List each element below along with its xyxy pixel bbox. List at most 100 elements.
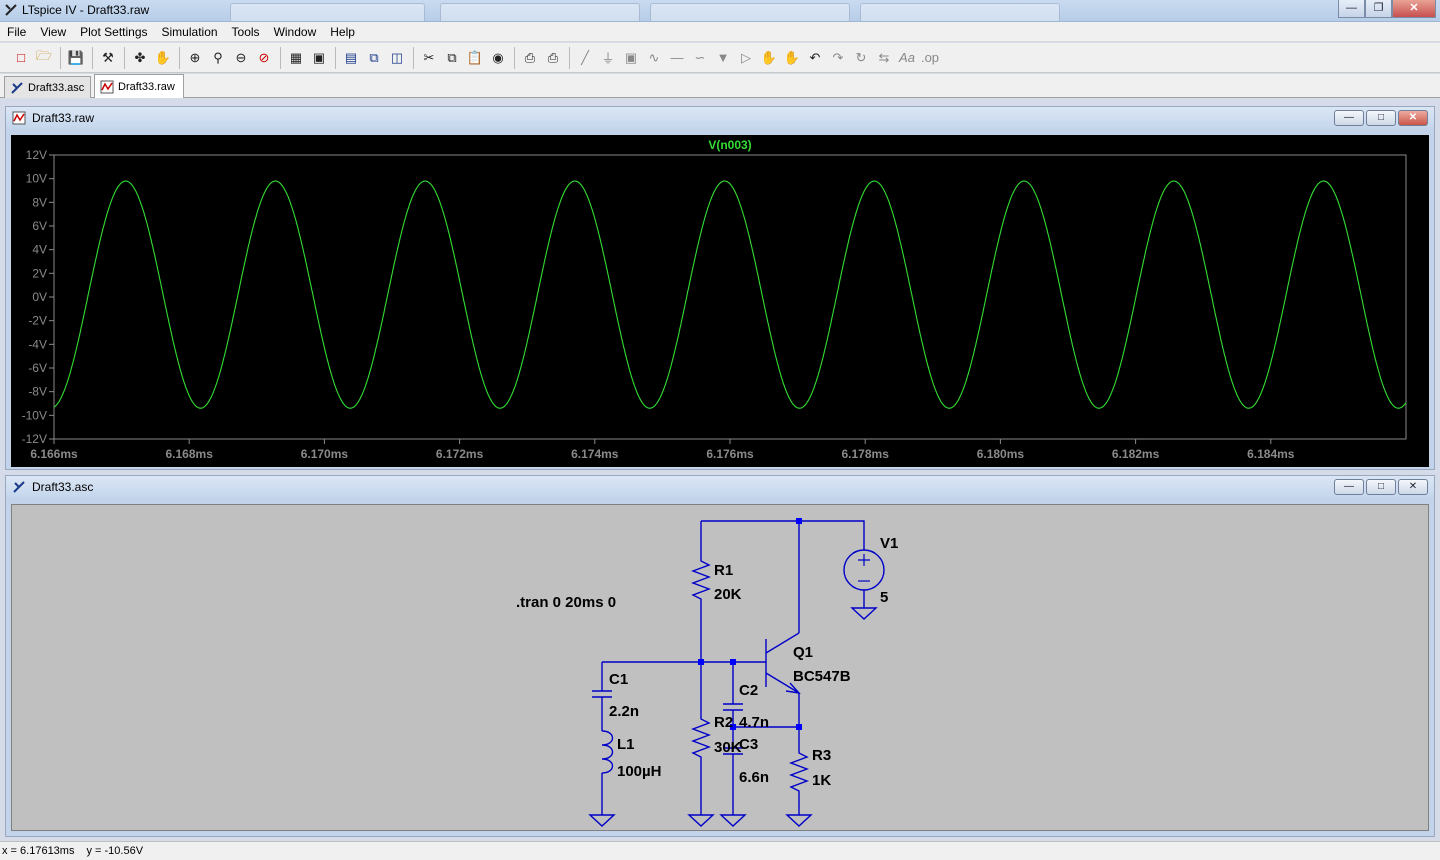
menu-file[interactable]: File (7, 24, 27, 39)
find-icon[interactable]: ◉ (492, 49, 504, 65)
background-window-tab (650, 3, 850, 21)
wire-icon[interactable]: ╱ (581, 49, 589, 65)
tab-draft33-raw[interactable]: Draft33.raw (94, 74, 184, 98)
transistor-q1[interactable] (765, 632, 800, 694)
close-button[interactable]: ✕ (1398, 110, 1428, 126)
schematic-canvas[interactable]: .tran 0 20ms 0 V1 5 R1 20K Q1 BC547B C1 … (11, 504, 1429, 831)
tile-horizontal-icon[interactable]: ▤ (344, 49, 358, 65)
menu-help[interactable]: Help (330, 24, 355, 39)
capacitor-c2[interactable] (723, 703, 743, 711)
redo-icon[interactable]: ↷ (832, 49, 844, 65)
x-tick-label: 6.184ms (1247, 447, 1295, 461)
zoom-in-icon[interactable]: ⊕ (189, 49, 201, 65)
minimize-button[interactable]: — (1338, 0, 1365, 18)
y-tick-label: -10V (22, 408, 47, 422)
schematic-drawing[interactable]: .tran 0 20ms 0 V1 5 R1 20K Q1 BC547B C1 … (12, 505, 1428, 830)
menu-tools[interactable]: Tools (231, 24, 260, 39)
inductor-l1[interactable] (601, 730, 614, 774)
trace-v-n003[interactable] (53, 180, 1407, 409)
schematic-window: Draft33.asc — □ ✕ (5, 475, 1435, 837)
tab-draft33-asc[interactable]: Draft33.asc (4, 76, 91, 98)
l1-ref-label: L1 (617, 736, 635, 753)
toolbar-separator (280, 46, 281, 69)
menu-simulation[interactable]: Simulation (161, 24, 218, 39)
main-toolbar: □ 🗁 💾 ⚒ ✤ ✋ ⊕ ⚲ ⊖ ⊘ ▦ ▣ ▤ ⧉ ◫ ✂ ⧉ 📋 ◉ ⎙ … (0, 43, 1440, 73)
move-hand-icon[interactable]: ✋ (760, 49, 778, 65)
cascade-icon[interactable]: ⧉ (369, 49, 379, 65)
toolbar-separator (335, 46, 336, 69)
run-icon[interactable]: ✤ (134, 49, 146, 65)
close-button[interactable]: ✕ (1398, 479, 1428, 495)
waveform-chart[interactable]: 12V10V8V6V4V2V0V-2V-4V-6V-8V-10V-12V6.16… (11, 135, 1429, 467)
q1-value-label: BC547B (793, 668, 851, 685)
maximize-button[interactable]: □ (1366, 479, 1396, 495)
window-controls: — ❐ ✕ (1338, 0, 1436, 18)
pan-hand-icon[interactable]: ✋ (154, 49, 172, 65)
open-folder-icon[interactable]: 🗁 (35, 47, 53, 63)
zoom-full-icon[interactable]: ▣ (312, 49, 326, 65)
minimize-button[interactable]: — (1334, 110, 1364, 126)
diode-icon[interactable]: ▼ (716, 50, 730, 65)
rotate-icon[interactable]: ↻ (855, 49, 867, 65)
resistor-r2[interactable] (691, 713, 711, 761)
toolbar-separator (179, 46, 180, 69)
c1-ref-label: C1 (609, 671, 628, 688)
print-icon[interactable]: ⎙ (547, 49, 559, 65)
maximize-button[interactable]: □ (1366, 110, 1396, 126)
menu-window[interactable]: Window (273, 24, 317, 39)
ground-symbol (785, 814, 813, 827)
capacitor-c1[interactable] (592, 690, 612, 698)
waveform-window-controls: — □ ✕ (1334, 110, 1428, 126)
spice-directive-icon[interactable]: .op (920, 50, 940, 65)
save-icon[interactable]: 💾 (67, 49, 85, 65)
capacitor-icon[interactable]: ― (670, 50, 684, 65)
control-panel-icon[interactable]: ⚒ (102, 49, 114, 65)
copy-icon[interactable]: ⧉ (447, 49, 457, 65)
junction-dot (796, 724, 802, 730)
ground-icon[interactable]: ⏚ (601, 51, 615, 66)
y-tick-label: 6V (32, 219, 47, 233)
cursor-y-readout: y = -10.56V (86, 845, 144, 857)
resistor-icon[interactable]: ∿ (648, 49, 660, 65)
x-tick-label: 6.168ms (166, 447, 214, 461)
print-setup-icon[interactable]: ⎙ (524, 49, 536, 65)
cut-icon[interactable]: ✂ (423, 49, 435, 65)
schematic-window-titlebar[interactable]: Draft33.asc — □ ✕ (6, 476, 1434, 498)
waveform-icon (12, 111, 26, 125)
r3-ref-label: R3 (812, 747, 831, 764)
autorange-icon[interactable]: ▦ (289, 49, 303, 65)
y-tick-label: 0V (32, 290, 47, 304)
x-tick-label: 6.182ms (1112, 447, 1160, 461)
menu-plot-settings[interactable]: Plot Settings (80, 24, 148, 39)
zoom-area-icon[interactable]: ⚲ (213, 49, 223, 65)
restore-button[interactable]: ❐ (1365, 0, 1392, 18)
menu-view[interactable]: View (40, 24, 67, 39)
zoom-out-icon[interactable]: ⊖ (235, 49, 247, 65)
resistor-r1[interactable] (691, 555, 711, 603)
component-icon[interactable]: ▷ (741, 49, 751, 65)
c2-ref-label: C2 (739, 682, 758, 699)
close-button[interactable]: ✕ (1392, 0, 1436, 18)
tab-label: Draft33.raw (118, 80, 175, 93)
resistor-r3[interactable] (789, 747, 809, 795)
mirror-icon[interactable]: ⇆ (878, 49, 890, 65)
drag-hand-icon[interactable]: ✋ (783, 49, 801, 65)
inductor-icon[interactable]: ∽ (694, 49, 706, 65)
spice-directive[interactable]: .tran 0 20ms 0 (516, 594, 616, 611)
undo-icon[interactable]: ↶ (809, 49, 821, 65)
label-net-icon[interactable]: ▣ (624, 49, 638, 65)
text-icon[interactable]: Aa (899, 50, 915, 65)
zoom-cancel-icon[interactable]: ⊘ (258, 49, 270, 65)
c2-value-label: 4.7n (739, 714, 769, 731)
status-bar: x = 6.17613ms y = -10.56V (0, 841, 1440, 860)
toolbar-separator (92, 46, 93, 69)
new-schematic-icon[interactable]: □ (17, 50, 25, 65)
minimize-button[interactable]: — (1334, 479, 1364, 495)
paste-icon[interactable]: 📋 (466, 49, 484, 65)
ground-symbol (850, 607, 878, 620)
tile-vertical-icon[interactable]: ◫ (390, 49, 404, 65)
waveform-window-titlebar[interactable]: Draft33.raw — □ ✕ (6, 107, 1434, 129)
